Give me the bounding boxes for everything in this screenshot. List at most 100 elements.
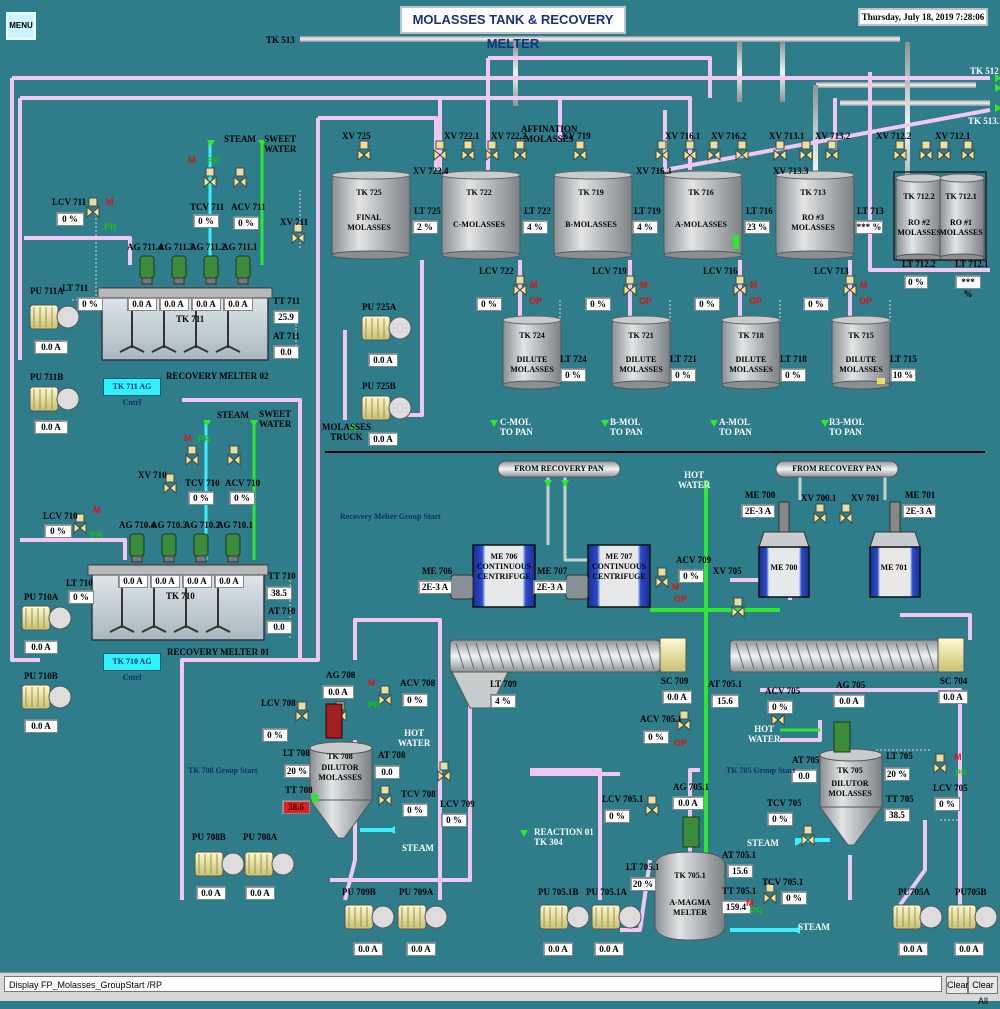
- pipe: [530, 768, 602, 900]
- clear-all-button[interactable]: Clear All: [968, 976, 998, 1006]
- pu7051b-value[interactable]: 0.0 A: [543, 942, 573, 956]
- tt708-value-alarm[interactable]: 38.6: [282, 800, 310, 814]
- lt721-value[interactable]: 0 %: [670, 368, 696, 382]
- tt710-value[interactable]: 38.5: [266, 586, 292, 600]
- at705-value[interactable]: 0.0: [791, 769, 817, 783]
- me700-value[interactable]: 2E-3 A: [741, 504, 775, 518]
- acv709-value[interactable]: 0 %: [678, 569, 704, 583]
- lt715-value[interactable]: 10 %: [890, 368, 916, 382]
- lt718-value[interactable]: 0 %: [780, 368, 806, 382]
- molasses-truck-label: MOLASSES TRUCK: [322, 422, 372, 442]
- pu7051a-value[interactable]: 0.0 A: [594, 942, 624, 956]
- at710-value[interactable]: 0.0: [266, 620, 292, 634]
- acv710-value[interactable]: 0 %: [229, 491, 255, 505]
- ag7113-value[interactable]: 0.0 A: [159, 297, 189, 311]
- pu705b-value[interactable]: 0.0 A: [954, 942, 984, 956]
- at711-value[interactable]: 0.0: [273, 345, 299, 359]
- valve-icon-actuator: [657, 567, 667, 577]
- tk708-group-start-button[interactable]: TK 708 Group Start: [188, 766, 258, 775]
- me700-label: ME 700: [770, 563, 798, 572]
- me706-value[interactable]: 2E-3 A: [418, 580, 452, 594]
- pu725a-value[interactable]: 0.0 A: [368, 353, 398, 367]
- lt724-value[interactable]: 0 %: [560, 368, 586, 382]
- lt708-value[interactable]: 20 %: [284, 764, 310, 778]
- lcv710-value[interactable]: 0 %: [44, 524, 72, 538]
- tcv7051-value[interactable]: 0 %: [781, 891, 807, 905]
- lt7122-value[interactable]: 0 %: [904, 275, 928, 289]
- tk724-tank-icon-top: [502, 315, 562, 325]
- pu709a-value[interactable]: 0.0 A: [406, 942, 436, 956]
- ag7102-value[interactable]: 0.0 A: [182, 574, 212, 588]
- recovery-melter-group-start-button[interactable]: Recovery Melter Group Start: [340, 512, 441, 521]
- lcv719-value[interactable]: 0 %: [585, 297, 611, 311]
- at7051b-value[interactable]: 15.6: [727, 864, 753, 878]
- tcv708-value[interactable]: 0 %: [402, 803, 428, 817]
- pu711a-value[interactable]: 0.0 A: [34, 340, 68, 354]
- pu710a-value[interactable]: 0.0 A: [24, 640, 58, 654]
- ag7111-value[interactable]: 0.0 A: [223, 297, 253, 311]
- lcv7051-value[interactable]: 0 %: [604, 809, 630, 823]
- tk705-group-start-button[interactable]: TK 705 Group Start: [726, 766, 796, 775]
- lt722-value[interactable]: 4 %: [522, 220, 548, 234]
- ag708-value[interactable]: 0.0 A: [322, 685, 354, 699]
- lcv708-value[interactable]: 0 %: [262, 728, 288, 742]
- pu725b-value[interactable]: 0.0 A: [368, 432, 398, 446]
- valve-icon-actuator: [75, 513, 85, 523]
- tk711-ag-control-button[interactable]: TK 711 AG Cntrl: [103, 378, 161, 407]
- pu709b-value[interactable]: 0.0 A: [353, 942, 383, 956]
- lt7121-value[interactable]: *** %: [955, 275, 981, 299]
- lcv713-value[interactable]: 0 %: [803, 297, 829, 311]
- acv705-value[interactable]: 0 %: [767, 700, 793, 714]
- sc704-value[interactable]: 0.0 A: [938, 690, 968, 704]
- ag7101-value[interactable]: 0.0 A: [214, 574, 244, 588]
- tt711-value[interactable]: 25.9: [273, 310, 299, 324]
- acv708-mode-m: M: [368, 678, 376, 688]
- ag7103-value[interactable]: 0.0 A: [150, 574, 180, 588]
- lcv722-value[interactable]: 0 %: [476, 297, 502, 311]
- tt705-value[interactable]: 38.5: [884, 808, 910, 822]
- tk722-name: C-MOLASSES: [452, 220, 505, 229]
- tt7051-value[interactable]: 159.4: [721, 900, 751, 914]
- at708-value[interactable]: 0.0: [374, 765, 400, 779]
- command-line-input[interactable]: Display FP_Molasses_GroupStart /RP: [4, 976, 942, 992]
- me707-value[interactable]: 2E-3 A: [533, 580, 567, 594]
- acv708-value[interactable]: 0 %: [402, 693, 428, 707]
- ag7104-value[interactable]: 0.0 A: [118, 574, 148, 588]
- menu-button[interactable]: MENU: [6, 12, 36, 40]
- lt705-value[interactable]: 20 %: [884, 767, 910, 781]
- lcv711-value[interactable]: 0 %: [56, 212, 84, 226]
- me701-value[interactable]: 2E-3 A: [902, 504, 936, 518]
- lcv716-value[interactable]: 0 %: [694, 297, 720, 311]
- screw-flight: [635, 642, 645, 670]
- lt716-value[interactable]: 23 %: [744, 220, 770, 234]
- tcv705-value[interactable]: 0 %: [767, 812, 793, 826]
- lt7051-value[interactable]: 20 %: [630, 877, 656, 891]
- lt725-value[interactable]: 2 %: [412, 220, 438, 234]
- acv7051-value[interactable]: 0 %: [643, 730, 669, 744]
- valve-icon: [86, 205, 100, 219]
- ag7114-value[interactable]: 0.0 A: [127, 297, 157, 311]
- tcv710-value[interactable]: 0 %: [188, 491, 214, 505]
- lt713-value[interactable]: *** %: [855, 220, 883, 234]
- pu708b-value[interactable]: 0.0 A: [196, 886, 226, 900]
- pu708a-value[interactable]: 0.0 A: [245, 886, 275, 900]
- tk710-ag-control-button[interactable]: TK 710 AG Cntrl: [103, 653, 161, 682]
- lcv709-value[interactable]: 0 %: [441, 813, 467, 827]
- pu711b-value[interactable]: 0.0 A: [34, 420, 68, 434]
- tcv711-value[interactable]: 0 %: [193, 214, 219, 228]
- tk721-tag: TK 721: [628, 331, 654, 340]
- ag7051-value[interactable]: 0.0 A: [672, 796, 704, 810]
- lcv705-value[interactable]: 0 %: [934, 797, 960, 811]
- clear-button[interactable]: Clear: [946, 976, 969, 994]
- lt709-value[interactable]: 4 %: [490, 694, 516, 708]
- lt711-value[interactable]: 0 %: [77, 297, 103, 311]
- lt710-value[interactable]: 0 %: [68, 590, 94, 604]
- acv711-value[interactable]: 0 %: [233, 216, 259, 230]
- lt719-value[interactable]: 4 %: [632, 220, 658, 234]
- ag705-value[interactable]: 0.0 A: [833, 694, 865, 708]
- sc709-value[interactable]: 0.0 A: [662, 690, 692, 704]
- ag7112-value[interactable]: 0.0 A: [191, 297, 221, 311]
- at7051-value[interactable]: 15.6: [711, 694, 739, 708]
- pu710b-value[interactable]: 0.0 A: [24, 719, 58, 733]
- pu705a-value[interactable]: 0.0 A: [898, 942, 928, 956]
